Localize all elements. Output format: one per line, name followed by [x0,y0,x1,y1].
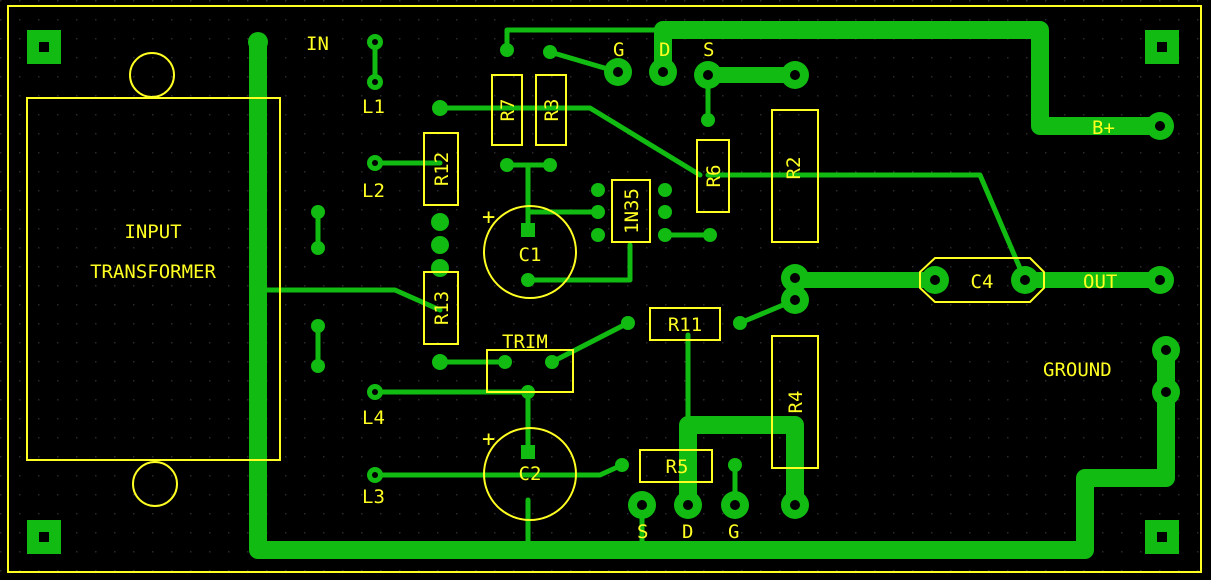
r13-body [423,271,459,345]
trace-bottom-drain [679,416,804,514]
label-source-bottom: S [637,521,648,543]
label-gate-bottom: G [728,521,739,543]
trace-l3-r5 [372,462,625,478]
label-r3: R3 [541,99,563,122]
labels: IN INPUT TRANSFORMER L1 L2 L4 L3 G D S S… [90,33,1117,543]
diode-body [611,179,651,243]
label-c1-plus: + [482,205,495,230]
label-r11: R11 [668,314,702,336]
r12-body [423,132,459,206]
r11-body [649,307,721,341]
c4-outline [919,257,1045,303]
label-r5: R5 [666,456,689,478]
label-c4: C4 [971,271,994,293]
label-r4: R4 [785,391,807,414]
r3-body [535,74,567,146]
label-l3: L3 [362,486,385,508]
label-out: OUT [1083,271,1117,293]
label-r6: R6 [703,165,725,188]
label-r12: R12 [431,152,453,186]
trace-r12-r6 [437,105,703,178]
label-c2: C2 [519,463,542,485]
label-bplus: B+ [1092,117,1115,139]
label-in: IN [306,33,329,55]
label-diode: 1N35 [621,188,643,234]
label-r13: R13 [431,291,453,325]
c1-outline [483,205,577,299]
label-l2: L2 [362,180,385,202]
transformer-mount-bottom [132,461,178,507]
c2-outline [483,427,577,521]
label-source-top: S [703,39,714,61]
trace-c1-minus [525,242,633,283]
r7-body [491,74,523,146]
r6-body [696,139,730,213]
board-outline [7,5,1202,573]
label-r2: R2 [783,157,805,180]
trace-r6-c4 [705,172,1028,283]
label-ground: GROUND [1043,359,1112,381]
label-c2-plus: + [482,427,495,452]
trace-trim-r11 [549,320,631,365]
drill-holes [372,39,1171,510]
r5-body [639,449,713,483]
label-gate-top: G [613,39,624,61]
r4-body [771,335,819,469]
label-l1: L1 [362,96,385,118]
copper-layer [27,21,1180,559]
mounting-holes [27,30,1179,554]
label-c1: C1 [519,244,542,266]
label-trim: TRIM [502,331,548,353]
transformer-mount-top [129,52,175,98]
label-drain-bottom: D [682,521,693,543]
label-transformer-line2: TRANSFORMER [90,261,216,283]
label-transformer-line1: INPUT [124,221,181,243]
bplus-rail [654,21,1169,135]
trim-body [486,349,574,393]
transformer-outline [26,97,281,461]
label-r7: R7 [497,99,519,122]
label-drain-top: D [659,39,670,61]
ground-rail [249,33,1175,559]
r2-body [771,109,819,243]
silkscreen-layer [26,52,1045,521]
label-l4: L4 [362,407,385,429]
